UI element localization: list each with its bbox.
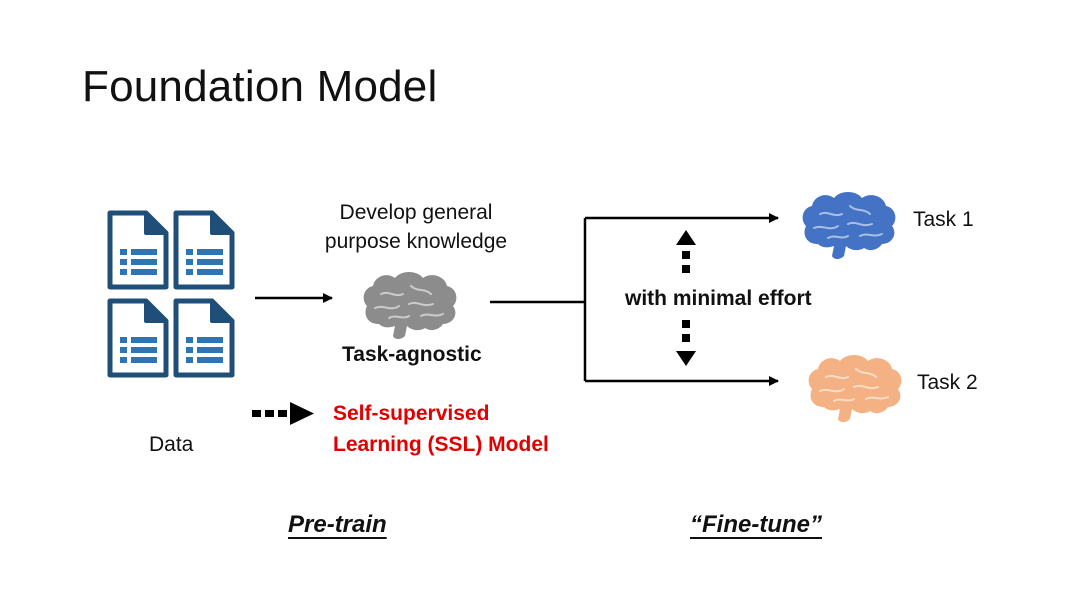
finetune-branch — [490, 213, 779, 386]
task1-label: Task 1 — [913, 208, 974, 231]
task-agnostic-label: Task-agnostic — [342, 343, 482, 366]
ssl-line1: Self-supervised — [333, 402, 490, 425]
finetune-section-label: “Fine-tune” — [690, 511, 822, 538]
task2-label: Task 2 — [917, 371, 978, 394]
document-list-icon — [110, 301, 166, 375]
document-list-icon — [110, 213, 166, 287]
task2-brain-icon — [807, 354, 903, 423]
document-list-icon — [176, 301, 232, 375]
pretrain-description-line1: Develop general — [339, 201, 493, 224]
general-brain-icon — [362, 271, 458, 340]
pretrain-description-line2: purpose knowledge — [324, 230, 508, 253]
ssl-line2: Learning (SSL) Model — [333, 433, 549, 456]
page-title: Foundation Model — [82, 62, 438, 111]
task1-brain-icon — [801, 191, 897, 260]
document-list-icon — [176, 213, 232, 287]
ssl-model-label: Self-supervised Learning (SSL) Model — [333, 398, 549, 460]
ssl-dashed-arrow — [252, 402, 314, 425]
pretrain-description: Develop general purpose knowledge — [300, 198, 532, 256]
pretrain-section-label: Pre-train — [288, 511, 387, 538]
dotted-up-arrow — [676, 230, 696, 273]
minimal-effort-label: with minimal effort — [625, 287, 812, 310]
dotted-down-arrow — [676, 320, 696, 366]
data-label: Data — [149, 433, 194, 456]
documents-group — [110, 213, 232, 375]
